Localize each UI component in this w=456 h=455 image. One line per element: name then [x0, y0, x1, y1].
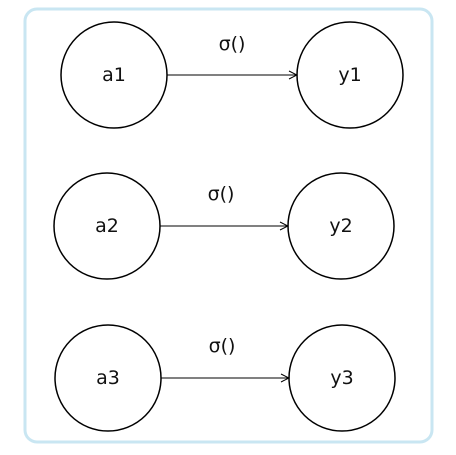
- row-1: a1 y1 σ(): [60, 21, 404, 129]
- output-node-label: y2: [329, 215, 352, 237]
- input-node-label: a1: [102, 64, 126, 86]
- edge-function-label: σ(): [209, 335, 236, 357]
- row-3: a3 y3 σ(): [54, 324, 396, 432]
- output-node-label: y1: [338, 64, 361, 86]
- row-2: a2 y2 σ(): [53, 172, 395, 280]
- input-node-label: a2: [95, 215, 119, 237]
- output-node-label: y3: [330, 367, 353, 389]
- input-node-label: a3: [96, 367, 120, 389]
- edge-function-label: σ(): [208, 183, 235, 205]
- edge-function-label: σ(): [219, 33, 246, 55]
